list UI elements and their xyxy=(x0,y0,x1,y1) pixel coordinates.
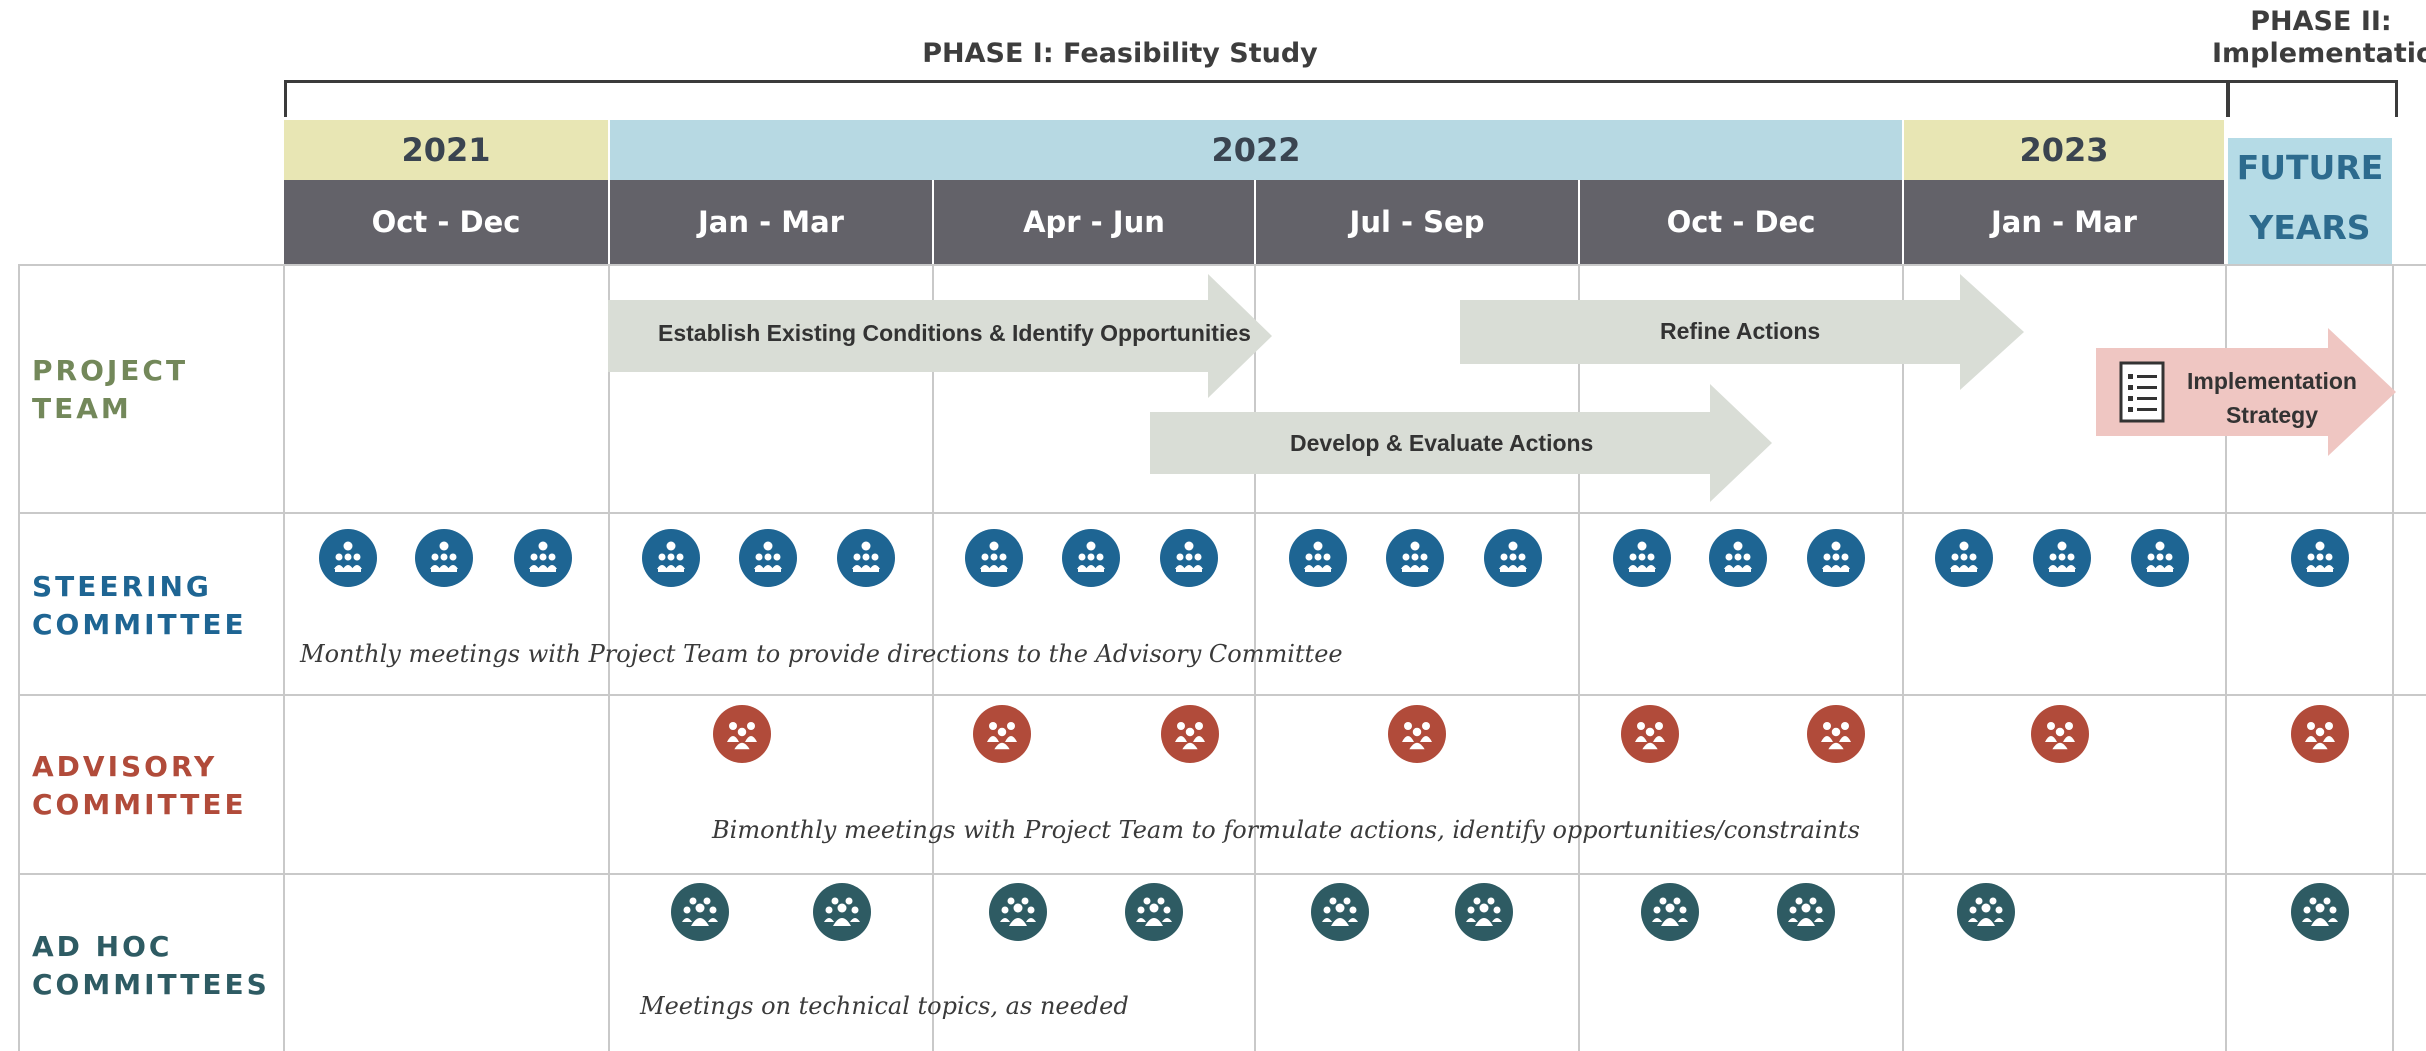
meeting-group-icon xyxy=(319,529,377,587)
arrow-label-refine: Refine Actions xyxy=(1660,318,1821,344)
crowd-icon xyxy=(1641,883,1699,941)
advisory-person-icon xyxy=(2031,705,2089,763)
grid-line xyxy=(18,873,2426,875)
meeting-group-icon xyxy=(2291,529,2349,587)
grid-line xyxy=(1902,264,1904,1051)
meeting-group-icon xyxy=(642,529,700,587)
advisory-person-icon xyxy=(973,705,1031,763)
arrow-label-establish: Establish Existing Conditions & Identify… xyxy=(658,320,1251,346)
crowd-icon xyxy=(813,883,871,941)
meeting-group-icon xyxy=(1613,529,1671,587)
meeting-group-icon xyxy=(1807,529,1865,587)
crowd-icon xyxy=(1455,883,1513,941)
row-label-line: COMMITTEES xyxy=(32,968,270,1001)
arrow-label-implementation-line1: Implementation xyxy=(2187,368,2357,394)
crowd-icon xyxy=(1777,883,1835,941)
advisory-person-icon xyxy=(2291,705,2349,763)
crowd-icon xyxy=(1125,883,1183,941)
phase-2-label-line2: Implementation xyxy=(2212,38,2426,69)
meeting-group-icon xyxy=(739,529,797,587)
grid-line xyxy=(1254,264,1256,1051)
quarter-2022-q2: Apr - Jun xyxy=(934,180,1254,264)
arrow-label-implementation-line2: Strategy xyxy=(2225,402,2319,428)
quarter-2022-q3: Jul - Sep xyxy=(1256,180,1578,264)
row-label-line: AD HOC xyxy=(32,930,173,963)
advisory-person-icon xyxy=(713,705,771,763)
grid-line xyxy=(2225,264,2227,1051)
row-label-line: COMMITTEE xyxy=(32,788,247,821)
crowd-icon xyxy=(989,883,1047,941)
meeting-group-icon xyxy=(1709,529,1767,587)
year-2023: 2023 xyxy=(1904,120,2224,180)
crowd-icon xyxy=(1957,883,2015,941)
grid-line xyxy=(18,264,2426,266)
grid-line xyxy=(18,694,2426,696)
meeting-group-icon xyxy=(1935,529,1993,587)
row-label-ad-hoc-committees: AD HOC COMMITTEES xyxy=(32,928,270,1004)
meeting-group-icon xyxy=(1160,529,1218,587)
row-label-line: TEAM xyxy=(32,392,132,425)
arrow-label-develop: Develop & Evaluate Actions xyxy=(1290,430,1594,456)
quarter-2022-q4: Oct - Dec xyxy=(1580,180,1902,264)
meeting-group-icon xyxy=(1386,529,1444,587)
advisory-person-icon xyxy=(1161,705,1219,763)
grid-line xyxy=(608,264,610,1051)
year-2021: 2021 xyxy=(284,120,608,180)
quarter-2022-q1: Jan - Mar xyxy=(610,180,932,264)
meeting-group-icon xyxy=(2131,529,2189,587)
row-label-advisory-committee: ADVISORY COMMITTEE xyxy=(32,748,247,824)
arrow-label-implementation: Implementation Strategy xyxy=(2172,364,2372,432)
grid-line xyxy=(18,264,20,1051)
arrow-refine-actions xyxy=(1460,274,2024,390)
arrow-implementation-strategy xyxy=(2096,328,2396,456)
grid-line xyxy=(932,264,934,1051)
grid-line xyxy=(1578,264,1580,1051)
phase-1-bracket xyxy=(284,80,2230,117)
crowd-icon xyxy=(1311,883,1369,941)
steering-note: Monthly meetings with Project Team to pr… xyxy=(300,640,1343,668)
meeting-group-icon xyxy=(514,529,572,587)
advisory-person-icon xyxy=(1388,705,1446,763)
meeting-group-icon xyxy=(1484,529,1542,587)
crowd-icon xyxy=(671,883,729,941)
quarter-2021-q4: Oct - Dec xyxy=(284,180,608,264)
document-list-icon xyxy=(2119,361,2165,423)
row-label-line: COMMITTEE xyxy=(32,608,247,641)
row-label-line: ADVISORY xyxy=(32,750,218,783)
meeting-group-icon xyxy=(1289,529,1347,587)
row-label-steering-committee: STEERING COMMITTEE xyxy=(32,568,247,644)
meeting-group-icon xyxy=(837,529,895,587)
quarter-2023-q1: Jan - Mar xyxy=(1904,180,2224,264)
future-years-line1: FUTURE xyxy=(2228,138,2392,198)
future-years-line2: YEARS xyxy=(2228,198,2392,264)
row-label-project-team: PROJECT TEAM xyxy=(32,352,188,428)
meeting-group-icon xyxy=(415,529,473,587)
advisory-person-icon xyxy=(1621,705,1679,763)
row-label-line: PROJECT xyxy=(32,354,189,387)
arrow-establish-conditions xyxy=(608,274,1272,398)
phase-2-label-line1: PHASE II: xyxy=(2250,6,2392,37)
phase-2-bracket xyxy=(2226,80,2398,117)
advisory-note: Bimonthly meetings with Project Team to … xyxy=(712,816,1860,844)
adhoc-note: Meetings on technical topics, as needed xyxy=(640,992,1129,1020)
meeting-group-icon xyxy=(1062,529,1120,587)
meeting-group-icon xyxy=(965,529,1023,587)
row-label-line: STEERING xyxy=(32,570,212,603)
year-2022: 2022 xyxy=(610,120,1902,180)
grid-line xyxy=(283,264,285,1051)
advisory-person-icon xyxy=(1807,705,1865,763)
grid-line xyxy=(18,512,2426,514)
meeting-group-icon xyxy=(2033,529,2091,587)
grid-line xyxy=(2392,264,2394,1051)
phase-1-label: PHASE I: Feasibility Study xyxy=(922,38,1318,69)
arrow-develop-evaluate xyxy=(1150,384,1772,502)
crowd-icon xyxy=(2291,883,2349,941)
